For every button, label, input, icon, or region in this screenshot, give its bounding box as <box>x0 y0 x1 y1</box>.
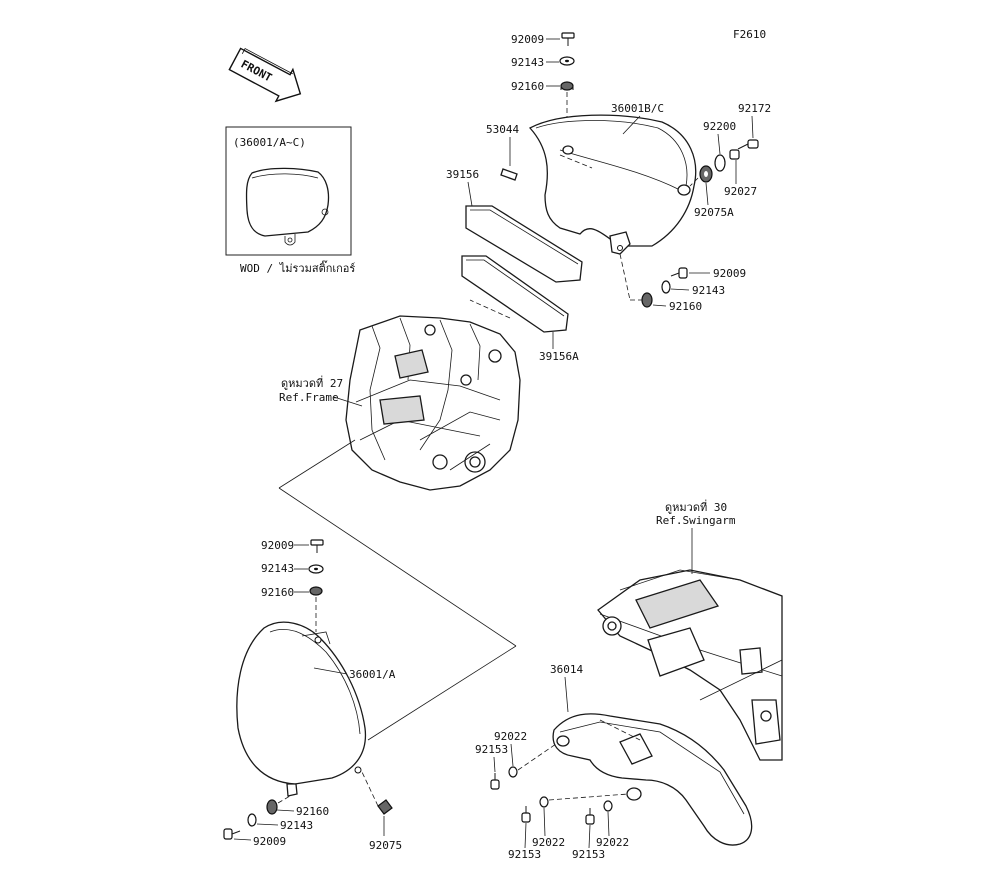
right-lower-hardware <box>619 253 688 308</box>
chain-cover-hardware <box>490 743 629 825</box>
label-92160-left-bottom: 92160 <box>296 805 329 818</box>
inset-box: (36001/A~C) WOD / ไม่รวมสติ๊กเกอร์ <box>225 126 355 275</box>
label-92009-right: 92009 <box>713 267 746 280</box>
clip-53044 <box>500 168 518 181</box>
swingarm-assembly <box>597 569 783 761</box>
label-92075: 92075 <box>369 839 402 852</box>
label-36014: 36014 <box>550 663 583 676</box>
label-92022-1: 92022 <box>494 730 527 743</box>
pad-39156a <box>461 255 569 333</box>
side-cover-right <box>528 114 697 255</box>
label-92153-1: 92153 <box>475 743 508 756</box>
label-92022-2: 92022 <box>532 836 565 849</box>
label-39156a: 39156A <box>539 350 579 363</box>
label-92143-top: 92143 <box>511 56 544 69</box>
grommet-92075 <box>361 771 393 815</box>
bolt-92172 <box>737 139 759 150</box>
label-92143-left-bottom: 92143 <box>280 819 313 832</box>
label-53044: 53044 <box>486 123 519 136</box>
label-92160-right: 92160 <box>669 300 702 313</box>
label-36001a: 36001/A <box>349 668 396 681</box>
label-92160-top: 92160 <box>511 80 544 93</box>
label-92153-2: 92153 <box>508 848 541 861</box>
left-top-hardware <box>308 539 324 632</box>
inset-caption: WOD / ไม่รวมสติ๊กเกอร์ <box>240 260 355 275</box>
label-92009-left-bottom: 92009 <box>253 835 286 848</box>
label-92143-right: 92143 <box>692 284 725 297</box>
ref-frame-en: Ref.Frame <box>279 391 339 404</box>
label-92009-top: 92009 <box>511 33 544 46</box>
left-bottom-hardware <box>223 795 291 840</box>
grommet-92075a <box>699 165 713 183</box>
inset-title: (36001/A~C) <box>233 136 306 149</box>
chain-cover <box>552 713 753 846</box>
front-arrow-icon: FRONT <box>228 47 302 103</box>
bolt-icon <box>561 32 575 46</box>
figure-id: F2610 <box>733 28 766 41</box>
pad-39156 <box>465 205 583 283</box>
ref-swingarm-en: Ref.Swingarm <box>656 514 736 527</box>
frame-assembly <box>345 315 521 491</box>
label-92022-3: 92022 <box>596 836 629 849</box>
label-92143-left: 92143 <box>261 562 294 575</box>
collar-92027 <box>729 149 740 160</box>
label-92200: 92200 <box>703 120 736 133</box>
grommet-icon <box>560 81 574 91</box>
side-cover-left <box>236 621 367 797</box>
washer-92200 <box>714 154 726 172</box>
label-92075a: 92075A <box>694 206 734 219</box>
label-92027: 92027 <box>724 185 757 198</box>
label-92153-3: 92153 <box>572 848 605 861</box>
label-92172: 92172 <box>738 102 771 115</box>
label-39156: 39156 <box>446 168 479 181</box>
ref-frame-th: ดูหมวดที่ 27 <box>281 375 343 390</box>
ref-swingarm-th: ดูหมวดที่ 30 <box>665 499 727 514</box>
label-36001bc: 36001B/C <box>611 102 664 115</box>
label-92160-left: 92160 <box>261 586 294 599</box>
label-92009-left: 92009 <box>261 539 294 552</box>
